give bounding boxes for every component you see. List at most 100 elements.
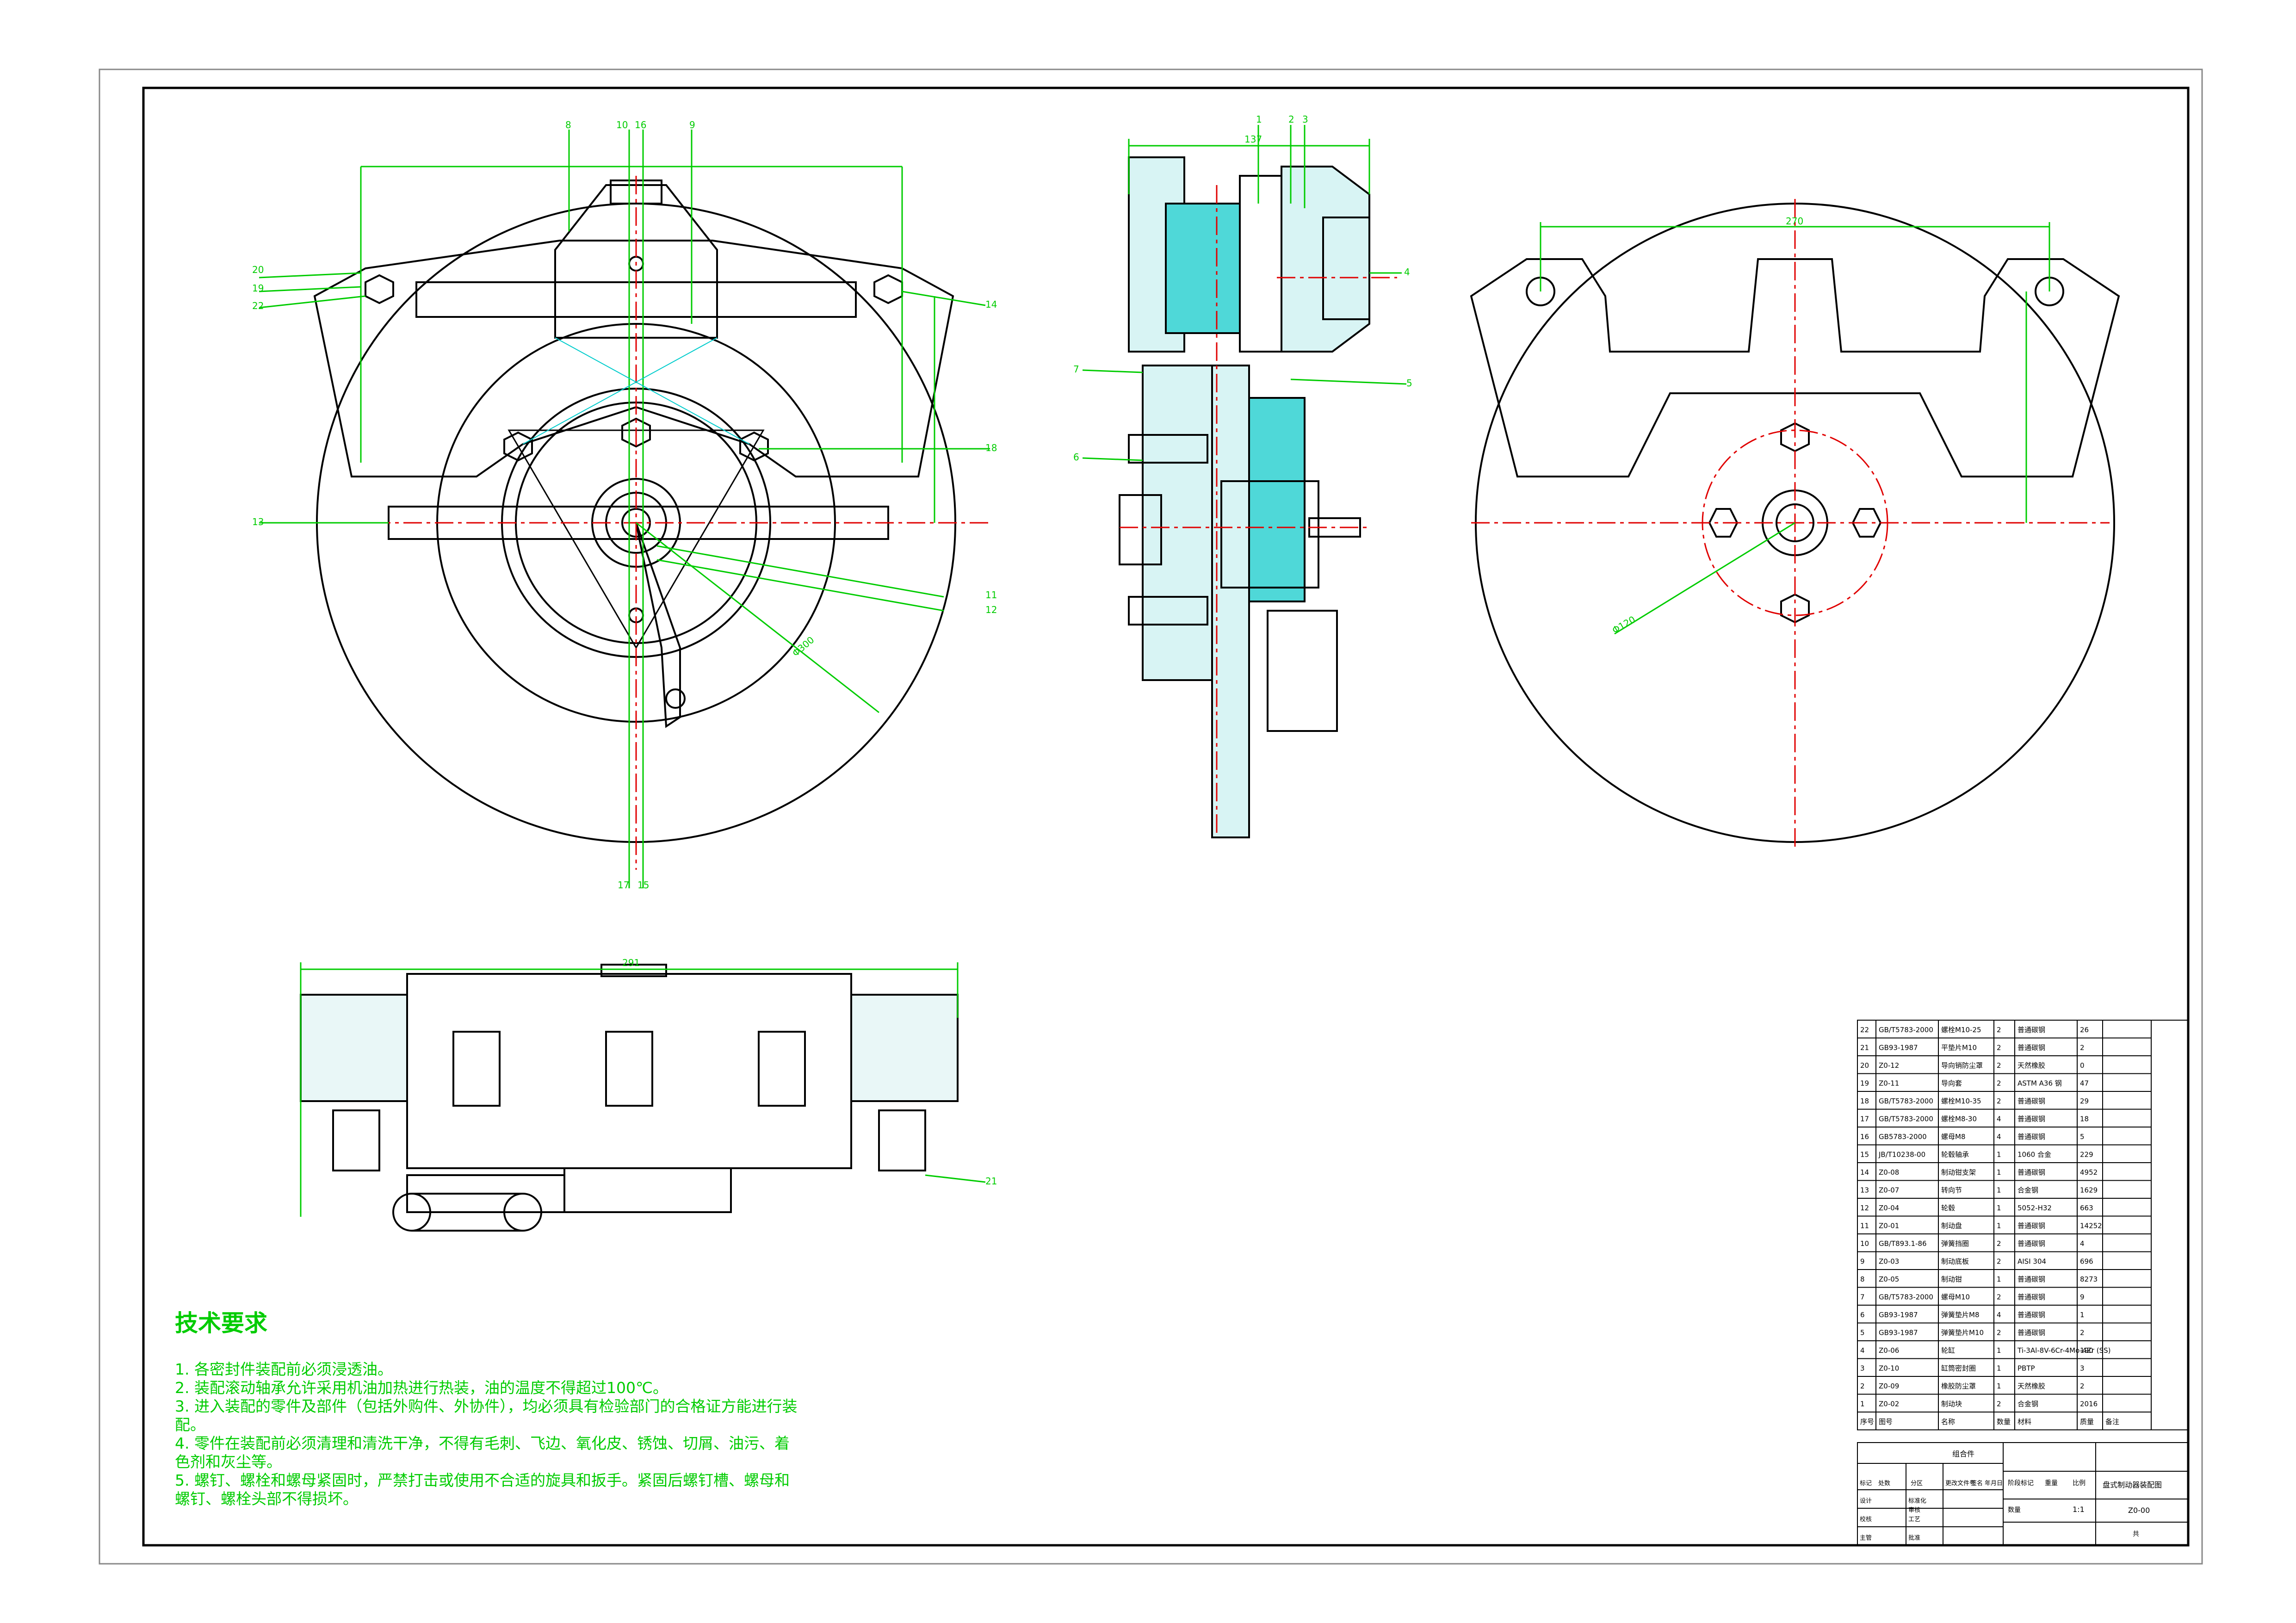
bom-cell-material: 普通碳钢 — [2018, 1293, 2045, 1301]
bom-header-remark: 备注 — [2105, 1418, 2119, 1426]
bom-table — [1857, 1020, 2189, 1431]
bom-cell-qty: 2 — [1997, 1293, 2001, 1301]
bom-cell-weight: 2 — [2080, 1044, 2085, 1052]
bom-cell-weight: 3 — [2080, 1364, 2085, 1373]
bom-cell-qty: 2 — [1997, 1044, 2001, 1052]
bom-cell-code: Z0-05 — [1879, 1275, 1899, 1283]
section-view-centerlines — [1120, 185, 1397, 833]
callout-16: 16 — [635, 119, 646, 130]
title-process-label: 工艺 — [1908, 1516, 1920, 1523]
requirement-item-5: 5. 螺钉、螺栓和螺母紧固时，严禁打击或使用不合适的旋具和扳手。紧固后螺钉槽、螺… — [175, 1471, 790, 1508]
bom-cell-code: GB/T5783-2000 — [1879, 1026, 1933, 1034]
bom-cell-qty: 1 — [1997, 1168, 2001, 1177]
title-weight-label: 重量 — [2045, 1480, 2058, 1487]
requirement-item-2: 2. 装配滚动轴承允许采用机油加热进行热装，油的温度不得超过100℃。 — [175, 1379, 668, 1397]
bom-cell-weight: 2016 — [2080, 1400, 2098, 1408]
bom-cell-qty: 1 — [1997, 1204, 2001, 1212]
bom-cell-name: 螺栓M8-30 — [1941, 1115, 1977, 1123]
bom-cell-name: 转向节 — [1941, 1186, 1962, 1195]
bom-cell-qty: 1 — [1997, 1222, 2001, 1230]
bom-cell-name: 轮毂 — [1941, 1204, 1955, 1212]
bom-cell-material: 普通碳钢 — [2018, 1133, 2045, 1141]
bom-cell-no: 4 — [1860, 1346, 1865, 1355]
bom-cell-name: 制动盘 — [1941, 1222, 1962, 1230]
front-view-leaders-cyan — [522, 337, 750, 445]
requirement-item-4: 4. 零件在装配前必须清理和清洗干净，不得有毛刺、飞边、氧化皮、锈蚀、切屑、油污… — [175, 1434, 790, 1471]
dim-phi300: Φ300 — [790, 634, 817, 659]
title-drawing-name: 盘式制动器装配图 — [2103, 1481, 2162, 1489]
bom-cell-name: 平垫片M10 — [1941, 1044, 1977, 1052]
bom-cell-material: 天然橡胶 — [2018, 1061, 2045, 1070]
bom-cell-no: 3 — [1860, 1364, 1865, 1373]
callout-10: 10 — [616, 119, 628, 130]
bom-cell-material: 普通碳钢 — [2018, 1239, 2045, 1248]
bom-cell-code: Z0-06 — [1879, 1346, 1899, 1355]
callout-4: 4 — [1404, 266, 1410, 278]
title-assembly: 组合件 — [1952, 1450, 1974, 1458]
bom-cell-material: 普通碳钢 — [2018, 1115, 2045, 1123]
bom-cell-qty: 2 — [1997, 1400, 2001, 1408]
bom-cell-code: GB/T5783-2000 — [1879, 1293, 1933, 1301]
bom-cell-name: 轮毂轴承 — [1941, 1151, 1969, 1159]
callout-21: 21 — [985, 1176, 997, 1187]
bom-cell-weight: 696 — [2080, 1258, 2093, 1266]
bom-cell-name: 轮缸 — [1941, 1346, 1955, 1355]
bom-cell-no: 9 — [1860, 1258, 1865, 1266]
bom-cell-qty: 1 — [1997, 1151, 2001, 1159]
bom-header-code: 图号 — [1879, 1418, 1893, 1426]
bom-cell-name: 弹簧垫片M8 — [1941, 1311, 1980, 1319]
bom-cell-no: 1 — [1860, 1400, 1865, 1408]
bom-cell-code: Z0-04 — [1879, 1204, 1899, 1212]
section-view — [1119, 156, 1370, 838]
bom-cell-qty: 2 — [1997, 1258, 2001, 1266]
bom-cell-weight: 9 — [2080, 1293, 2085, 1301]
bom-cell-weight: 4952 — [2080, 1168, 2098, 1177]
title-count-label: 数量 — [2008, 1506, 2021, 1514]
bom-cell-name: 橡胶防尘罩 — [1941, 1382, 1976, 1390]
bom-cell-name: 导向套 — [1941, 1079, 1962, 1088]
bom-header-no: 序号 — [1860, 1418, 1874, 1426]
bom-cell-no: 17 — [1860, 1115, 1869, 1123]
bom-cell-weight: 29 — [2080, 1097, 2089, 1105]
title-change-label: 更改文件号 — [1945, 1480, 1975, 1487]
top-view-dimensions — [300, 962, 986, 1217]
bom-cell-weight: 1629 — [2080, 1186, 2098, 1195]
bom-cell-qty: 2 — [1997, 1079, 2001, 1088]
bom-cell-no: 5 — [1860, 1329, 1865, 1337]
bom-cell-name: 螺母M8 — [1941, 1133, 1966, 1141]
title-sign-label: 签名 — [1971, 1480, 1983, 1487]
bom-cell-qty: 4 — [1997, 1133, 2001, 1141]
bom-cell-material: 普通碳钢 — [2018, 1168, 2045, 1177]
bom-cell-material: 5052-H32 — [2018, 1204, 2052, 1212]
title-scale: 1:1 — [2073, 1505, 2085, 1514]
callout-2: 2 — [1288, 114, 1294, 125]
bom-cell-qty: 4 — [1997, 1311, 2001, 1319]
bom-cell-code: Z0-02 — [1879, 1400, 1899, 1408]
callout-7: 7 — [1073, 364, 1079, 375]
bom-cell-code: Z0-08 — [1879, 1168, 1899, 1177]
callout-15: 15 — [637, 880, 649, 891]
title-design-label: 设计 — [1860, 1498, 1872, 1505]
bom-cell-material: ASTM A36 钢 — [2018, 1079, 2062, 1088]
bom-cell-no: 14 — [1860, 1168, 1869, 1177]
title-check-label: 审核 — [1908, 1507, 1920, 1514]
technical-requirements-body: 1. 各密封件装配前必须浸透油。 2. 装配滚动轴承允许采用机油加热进行热装，油… — [175, 1360, 804, 1508]
bom-cell-no: 19 — [1860, 1079, 1869, 1088]
bom-cell-code: GB/T893.1-86 — [1879, 1239, 1927, 1248]
bom-cell-name: 螺母M10 — [1941, 1293, 1970, 1301]
bom-cell-no: 22 — [1860, 1026, 1869, 1034]
bom-cell-name: 弹簧挡圈 — [1941, 1239, 1969, 1248]
bom-cell-code: GB5783-2000 — [1879, 1133, 1927, 1141]
bom-header-weight: 质量 — [2080, 1418, 2094, 1426]
bom-cell-material: Ti-3Al-8V-6Cr-4Mo-4Zr (SS) — [2017, 1346, 2111, 1355]
dim-phi120: Φ120 — [1610, 614, 1638, 636]
bom-header-qty: 数量 — [1997, 1418, 2011, 1426]
bom-cell-no: 2 — [1860, 1382, 1865, 1390]
bom-cell-no: 18 — [1860, 1097, 1869, 1105]
title-scale-label: 比例 — [2073, 1480, 2086, 1487]
bom-cell-name: 制动钳 — [1941, 1275, 1962, 1283]
bom-cell-qty: 1 — [1997, 1186, 2001, 1195]
bom-cell-code: GB93-1987 — [1879, 1044, 1918, 1052]
bom-cell-no: 13 — [1860, 1186, 1869, 1195]
